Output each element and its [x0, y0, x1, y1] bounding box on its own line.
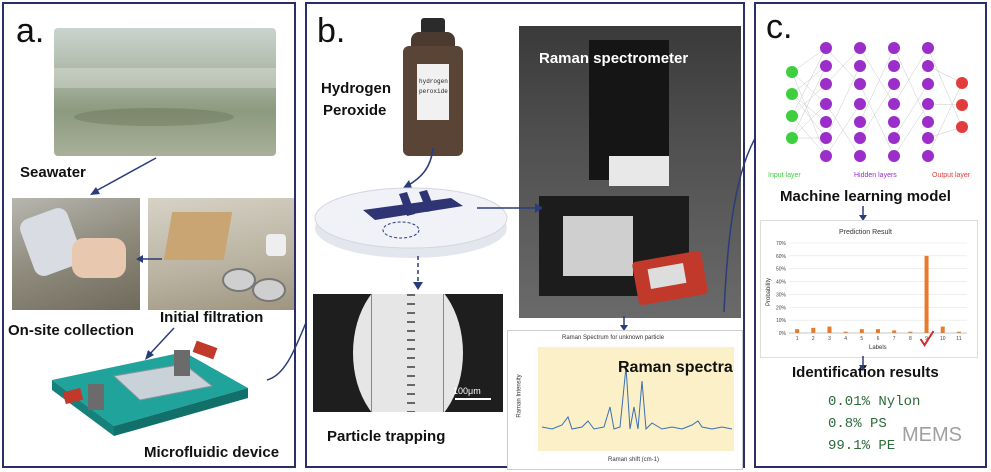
arrow-chart-to-results	[859, 356, 867, 371]
y-tick-label: 40%	[776, 280, 787, 286]
bar-4	[843, 331, 848, 333]
particle-trapping-label: Particle trapping	[327, 428, 446, 445]
seawater-photo	[54, 28, 276, 156]
bar-7	[892, 330, 897, 333]
microfluidic-device-label: Microfluidic device	[144, 444, 280, 461]
spectrum-xlabel: Raman shift (cm-1)	[608, 457, 660, 463]
spectrum-ylabel: Raman Intensity	[516, 374, 523, 418]
arrow-chip-to-trapping	[413, 256, 423, 290]
machine-learning-model-label: Machine learning model	[780, 188, 951, 205]
raman-spectrometer-photo	[519, 26, 741, 318]
panel-c: c. Input layer Hidden layers Output laye…	[754, 2, 987, 468]
y-tick-label: 10%	[776, 318, 787, 324]
hidden-layers-label: Hidden layers	[854, 172, 897, 179]
output-layer-label: Output layer	[932, 172, 971, 179]
x-tick-label: 10	[940, 336, 946, 342]
peroxide-label: Peroxide	[323, 102, 387, 119]
prediction-bar-chart: 0% 10% 20% 30% 40% 50% 60% 70% 1 2 3 4 5 6 7 8 9 10 11	[776, 241, 967, 347]
raman-spectrum-plot: Raman Spectrum for unknown particle Rama…	[507, 330, 743, 470]
particle-trapping-image: 100μm	[313, 294, 503, 412]
bar-10	[940, 326, 945, 333]
onsite-collection-photo	[12, 198, 140, 310]
arrow-filtration-to-device	[145, 327, 175, 360]
initial-filtration-label: Initial filtration	[160, 309, 264, 326]
y-tick-label: 60%	[776, 254, 787, 260]
x-tick-label: 8	[909, 336, 912, 342]
arrow-bottle-to-chip	[403, 147, 434, 188]
check-mark-icon	[919, 330, 935, 347]
bar-3	[827, 326, 832, 333]
seawater-label: Seawater	[20, 164, 86, 181]
arrow-seawater-to-collection	[90, 157, 157, 195]
microfluidic-device-illustration	[52, 340, 248, 436]
bar-11	[956, 331, 961, 333]
spectrum-title: Raman Spectrum for unknown particle	[562, 335, 665, 341]
raman-spectrum-line	[541, 366, 733, 431]
bar-2	[811, 327, 816, 333]
arrow-chip-to-spectrometer	[477, 203, 543, 213]
y-tick-label: 0%	[779, 331, 787, 337]
onsite-collection-label: On-site collection	[8, 322, 134, 339]
x-tick-label: 1	[796, 336, 799, 342]
panel-b-letter: b.	[317, 12, 346, 50]
x-tick-label: 4	[844, 336, 847, 342]
x-tick-label: 2	[812, 336, 815, 342]
microfluidic-chip-illustration	[314, 187, 508, 258]
hydrogen-label: Hydrogen	[321, 80, 392, 97]
prediction-chart-ylabel: Probability	[766, 277, 773, 307]
input-layer-label: Input layer	[768, 172, 801, 179]
result-pe: 99.1% PE	[828, 438, 896, 454]
arrow-collection-to-filtration	[136, 255, 162, 263]
identification-results-label: Identification results	[792, 364, 939, 381]
panel-c-letter: c.	[766, 8, 793, 46]
filtration-photo	[148, 198, 294, 310]
raman-spectra-label: Raman spectra	[618, 359, 733, 376]
mems-watermark: MEMS	[902, 424, 962, 446]
result-ps: 0.8% PS	[828, 416, 887, 432]
arrow-model-to-chart	[859, 206, 867, 221]
bar-5	[859, 329, 864, 333]
x-tick-label: 7	[893, 336, 896, 342]
y-tick-label: 70%	[776, 241, 787, 247]
arrow-spectrometer-to-spectra	[620, 316, 628, 331]
prediction-chart: Prediction Result 0% 10% 20% 30% 40% 50% 60% 70…	[760, 220, 978, 358]
x-tick-label: 11	[956, 336, 961, 342]
panel-a: a. Seawater On-site collection Initial f…	[2, 2, 296, 468]
y-tick-label: 30%	[776, 292, 787, 298]
bar-9	[924, 255, 929, 333]
result-nylon: 0.01% Nylon	[828, 394, 921, 410]
x-tick-label: 3	[828, 336, 831, 342]
hydrogen-peroxide-bottle: hydrogen peroxide	[403, 18, 463, 156]
bottle-label-line1: hydrogen	[419, 78, 448, 85]
y-tick-label: 20%	[776, 305, 787, 311]
x-tick-label: 5	[860, 336, 863, 342]
scale-bar-label: 100μm	[453, 386, 481, 396]
bar-6	[876, 329, 880, 333]
bar-8	[908, 331, 913, 333]
raman-spectrometer-label: Raman spectrometer	[539, 50, 689, 67]
prediction-chart-xlabel: Labels	[869, 345, 887, 351]
x-tick-label: 9	[925, 336, 928, 342]
y-tick-label: 50%	[776, 267, 787, 273]
bar-1	[795, 329, 800, 333]
panel-a-letter: a.	[16, 12, 45, 50]
panel-b: b. hydrogen peroxide Hydrogen Peroxide 1…	[305, 2, 745, 470]
bottle-label-line2: peroxide	[419, 88, 448, 95]
neural-network-diagram	[786, 42, 968, 162]
x-tick-label: 6	[877, 336, 880, 342]
prediction-chart-title: Prediction Result	[839, 229, 892, 236]
